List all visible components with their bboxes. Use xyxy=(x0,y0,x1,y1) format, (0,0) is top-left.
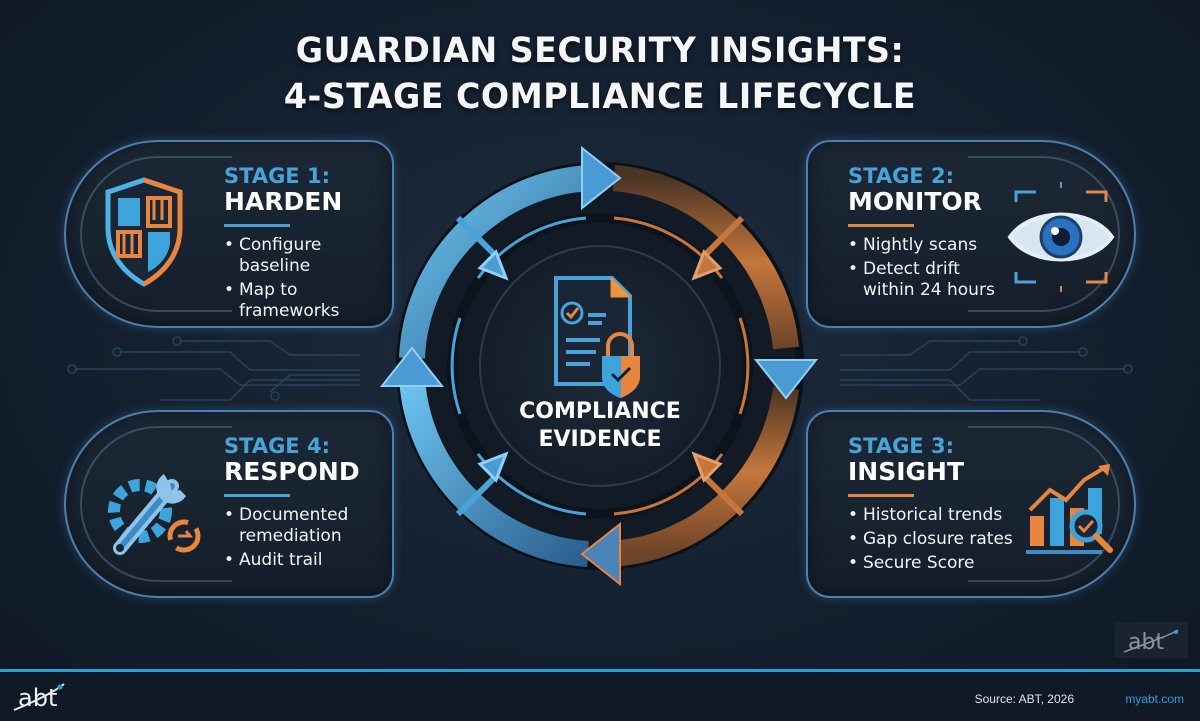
shield-icon xyxy=(105,177,183,287)
center-line-2: EVIDENCE xyxy=(538,427,662,452)
bullet-item: Documented remediation xyxy=(224,505,369,547)
stage-1-card: STAGE 1: HARDEN Configure baseline Map t… xyxy=(64,140,394,328)
card-decor-arc xyxy=(80,156,232,312)
stage-name: MONITOR xyxy=(848,187,982,216)
site-link[interactable]: myabt.com xyxy=(1125,692,1184,706)
stage-label: STAGE 3: xyxy=(848,434,954,458)
bullet-item: Audit trail xyxy=(224,550,369,571)
stage-bullets: Nightly scans Detect drift within 24 hou… xyxy=(848,235,1008,301)
stage-2-card: STAGE 2: MONITOR Nightly scans Detect dr… xyxy=(806,140,1136,328)
bullet-item: Secure Score xyxy=(848,553,1013,574)
stage-underline xyxy=(848,224,914,227)
chart-magnifier-icon xyxy=(1026,464,1113,554)
abt-logo-icon: abt xyxy=(13,683,65,712)
stage-label: STAGE 4: xyxy=(224,434,330,458)
stage-bullets: Configure baseline Map to frameworks xyxy=(224,235,349,322)
page-title: GUARDIAN SECURITY INSIGHTS: 4-STAGE COMP… xyxy=(0,28,1200,120)
footer xyxy=(0,672,1200,721)
stage-3-card: STAGE 3: INSIGHT Historical trends Gap c… xyxy=(806,410,1136,598)
stage-bullets: Historical trends Gap closure rates Secu… xyxy=(848,505,1013,574)
source-credit: Source: ABT, 2026 xyxy=(974,692,1074,706)
svg-text:abt: abt xyxy=(18,684,57,712)
stage-4-card: STAGE 4: RESPOND Documented remediation … xyxy=(64,410,394,598)
card-decor-arc xyxy=(968,426,1120,582)
wrench-gear-icon xyxy=(108,474,201,555)
bullet-item: Detect drift within 24 hours xyxy=(848,259,1008,301)
stage-underline xyxy=(224,494,290,497)
bullet-item: Nightly scans xyxy=(848,235,1008,256)
abt-logo-icon: abt xyxy=(1123,629,1179,655)
document-lock-check-icon xyxy=(554,276,640,398)
lifecycle-ring xyxy=(379,145,819,587)
stage-label: STAGE 2: xyxy=(848,164,954,188)
bullet-item: Map to frameworks xyxy=(224,280,349,322)
stage-name: RESPOND xyxy=(224,457,360,486)
footer-divider xyxy=(0,669,1200,672)
abt-footer-logo: abt xyxy=(8,678,68,718)
title-line-2: 4-STAGE COMPLIANCE LIFECYCLE xyxy=(283,77,917,117)
bullet-item: Configure baseline xyxy=(224,235,349,277)
stage-underline xyxy=(848,494,914,497)
stage-label: STAGE 1: xyxy=(224,164,330,188)
stage-underline xyxy=(224,224,290,227)
title-line-1: GUARDIAN SECURITY INSIGHTS: xyxy=(295,31,905,71)
card-decor-arc xyxy=(80,426,232,582)
eye-scan-icon xyxy=(1007,182,1115,292)
bullet-item: Gap closure rates xyxy=(848,529,1013,550)
stage-bullets: Documented remediation Audit trail xyxy=(224,505,369,571)
abt-watermark-logo: abt xyxy=(1114,622,1188,658)
center-line-1: COMPLIANCE xyxy=(519,399,681,424)
svg-text:abt: abt xyxy=(1128,630,1164,655)
card-decor-arc xyxy=(968,156,1120,312)
center-label: COMPLIANCE EVIDENCE xyxy=(480,398,720,454)
bullet-item: Historical trends xyxy=(848,505,1013,526)
stage-name: HARDEN xyxy=(224,187,343,216)
stage-name: INSIGHT xyxy=(848,457,965,486)
